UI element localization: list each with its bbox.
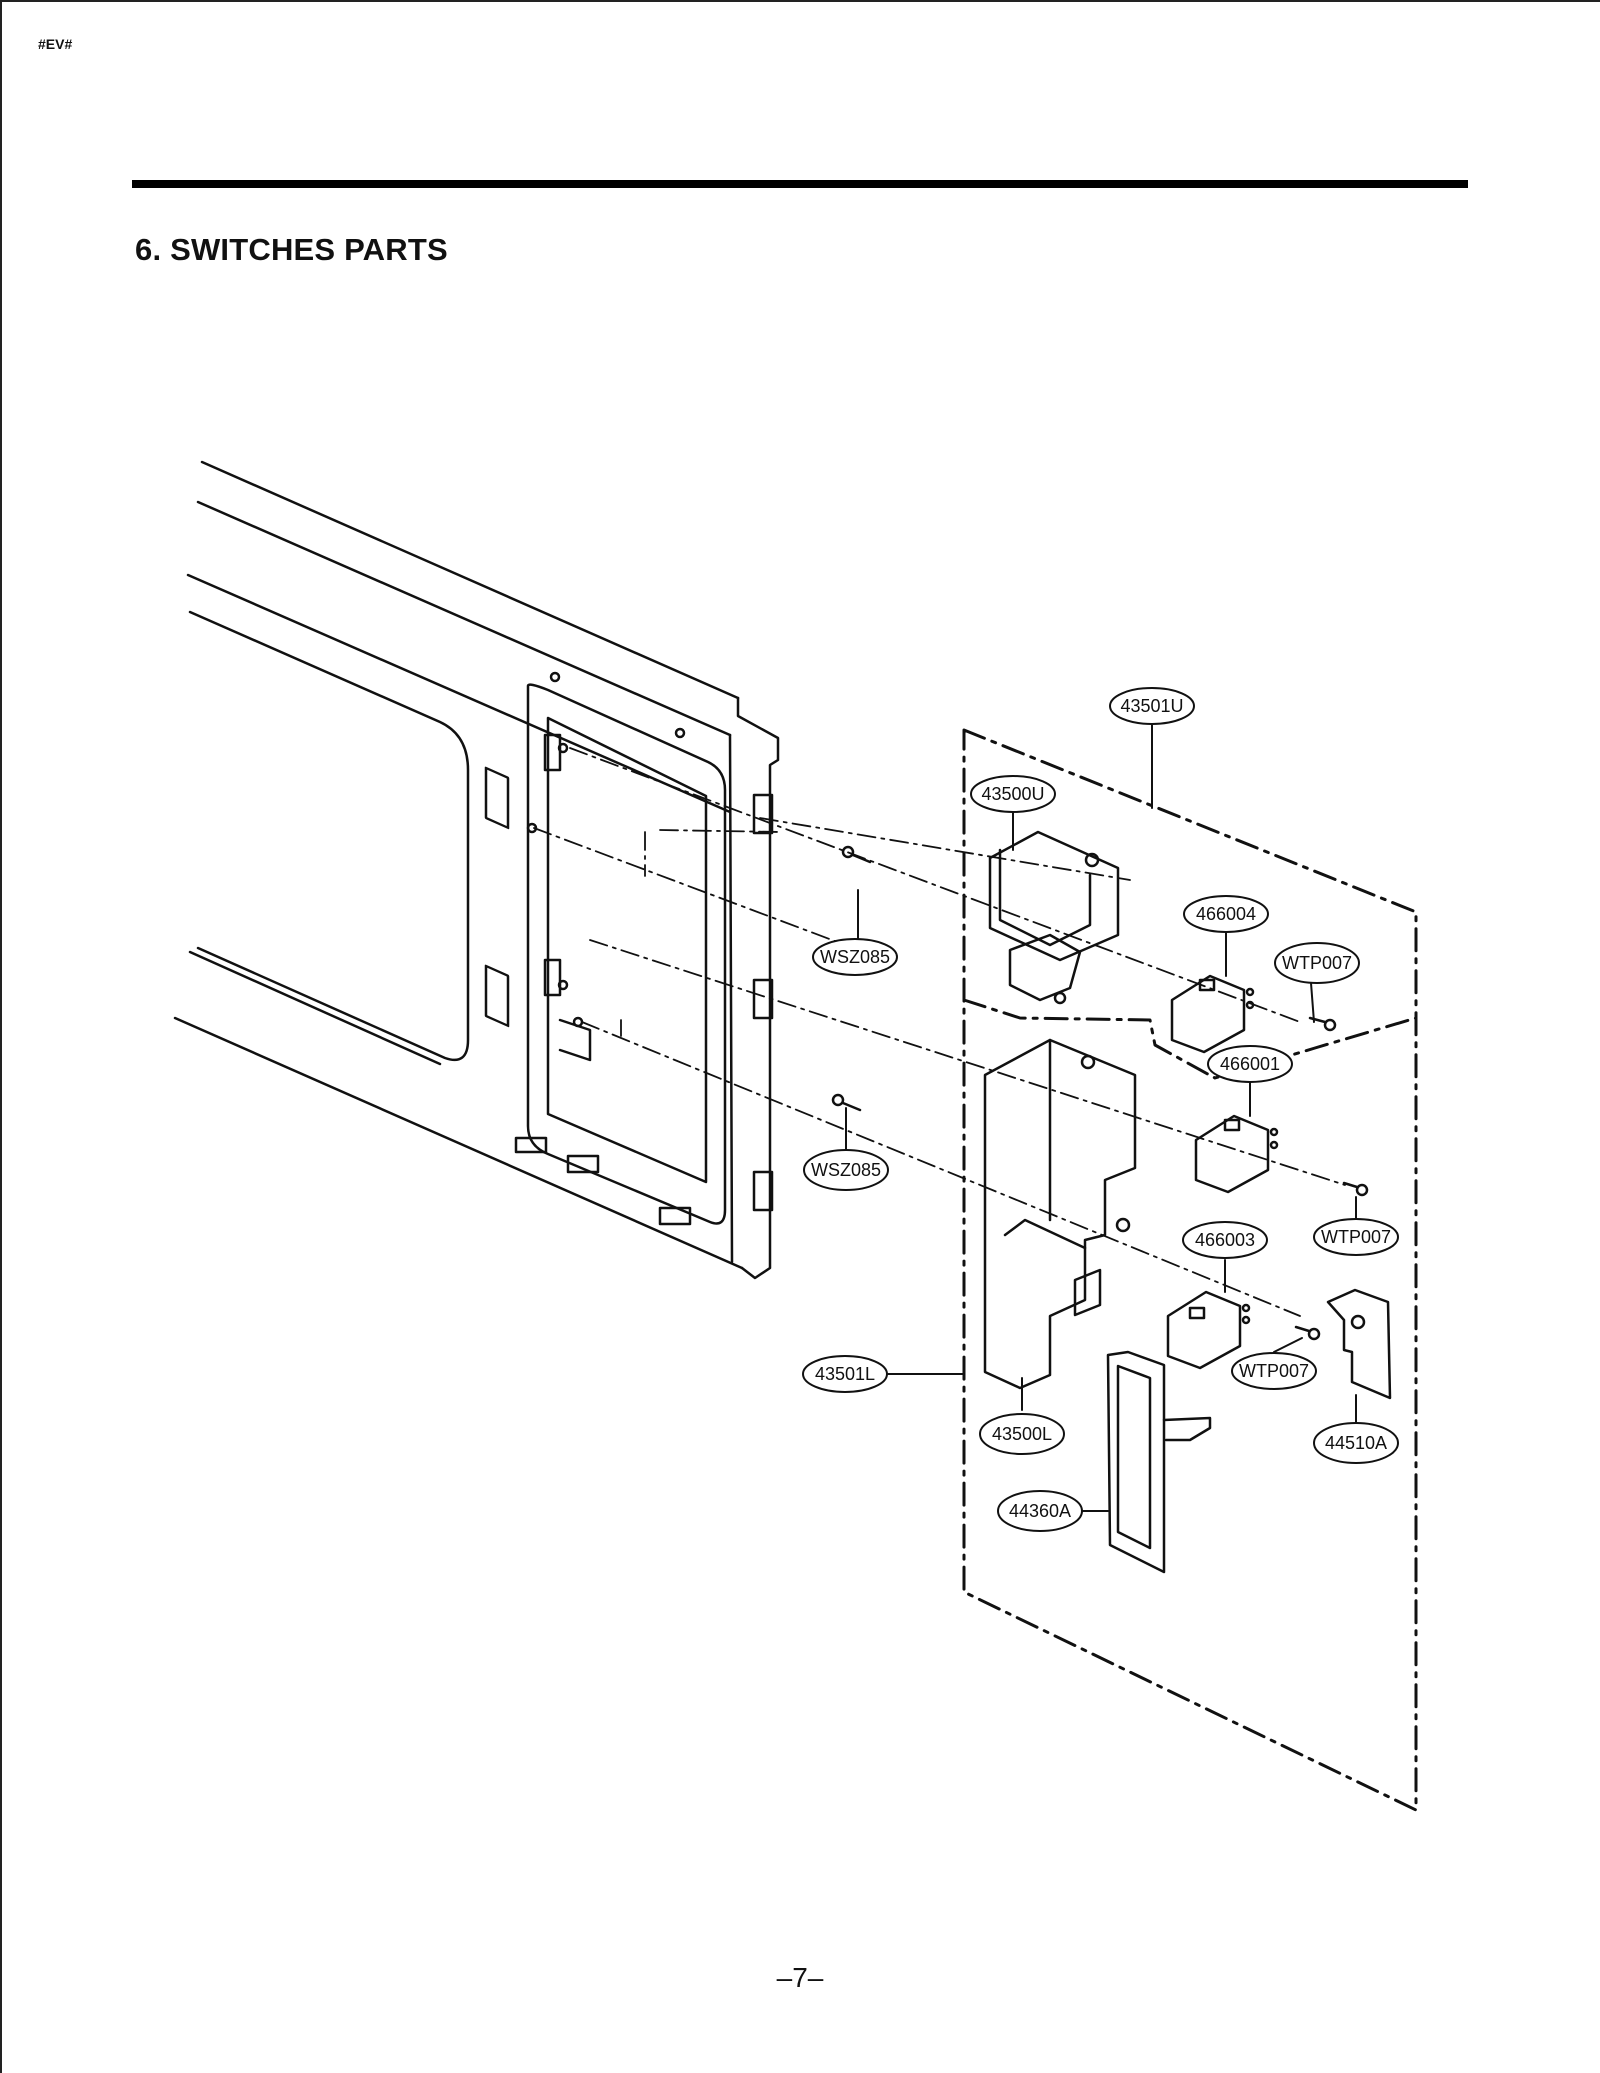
callout-44360A: 44360A — [997, 1490, 1083, 1532]
lower-switch-holder — [983, 1038, 1137, 1390]
svg-text:WTP007: WTP007 — [1282, 953, 1352, 973]
micro-switch-466001 — [1194, 1114, 1279, 1194]
latch-44360A — [1106, 1350, 1212, 1574]
svg-text:44360A: 44360A — [1009, 1501, 1071, 1521]
screw-wtp007-a — [1308, 1016, 1337, 1032]
screw-wsz085-lower — [831, 1093, 862, 1112]
micro-switch-466003 — [1166, 1290, 1251, 1370]
callout-WSZ085-lower: WSZ085 — [803, 1149, 889, 1191]
leader-lines — [845, 723, 1357, 1512]
callout-43501L: 43501L — [802, 1355, 888, 1393]
svg-text:43500L: 43500L — [992, 1424, 1052, 1444]
callout-WTP007-upper: WTP007 — [1274, 942, 1360, 984]
svg-text:44510A: 44510A — [1325, 1433, 1387, 1453]
svg-text:43501L: 43501L — [815, 1364, 875, 1384]
projection-lines — [533, 747, 1346, 1317]
control-panel-frame — [173, 460, 780, 1280]
svg-text:43501U: 43501U — [1120, 696, 1183, 716]
callout-WTP007-middle: WTP007 — [1313, 1218, 1399, 1256]
title-rule — [132, 180, 1468, 188]
callout-44510A: 44510A — [1313, 1422, 1399, 1464]
callout-466004: 466004 — [1183, 895, 1269, 933]
section-title: 6. SWITCHES PARTS — [135, 232, 448, 267]
svg-text:WSZ085: WSZ085 — [811, 1160, 881, 1180]
callout-WSZ085-upper: WSZ085 — [812, 938, 898, 976]
svg-text:WTP007: WTP007 — [1239, 1361, 1309, 1381]
micro-switch-466004 — [1170, 974, 1255, 1054]
screw-wtp007-c — [1294, 1325, 1321, 1341]
callout-43501U: 43501U — [1109, 687, 1195, 725]
svg-text:WSZ085: WSZ085 — [820, 947, 890, 967]
screw-wsz085-upper — [841, 845, 872, 864]
lever-44510A — [1326, 1288, 1392, 1400]
svg-text:466004: 466004 — [1196, 904, 1256, 924]
callout-WTP007-lower: WTP007 — [1231, 1352, 1317, 1390]
screw-wtp007-b — [1342, 1181, 1369, 1197]
svg-text:WTP007: WTP007 — [1321, 1227, 1391, 1247]
svg-text:466003: 466003 — [1195, 1230, 1255, 1250]
document-code: #EV# — [38, 36, 73, 52]
callout-466001: 466001 — [1207, 1045, 1293, 1083]
svg-text:466001: 466001 — [1220, 1054, 1280, 1074]
page-number: –7– — [776, 1962, 824, 1993]
callout-43500L: 43500L — [979, 1413, 1065, 1455]
upper-switch-holder — [988, 830, 1120, 1005]
assembly-boundary — [962, 728, 1418, 1812]
svg-text:43500U: 43500U — [981, 784, 1044, 804]
callout-466003: 466003 — [1182, 1221, 1268, 1259]
callout-43500U: 43500U — [970, 775, 1056, 813]
